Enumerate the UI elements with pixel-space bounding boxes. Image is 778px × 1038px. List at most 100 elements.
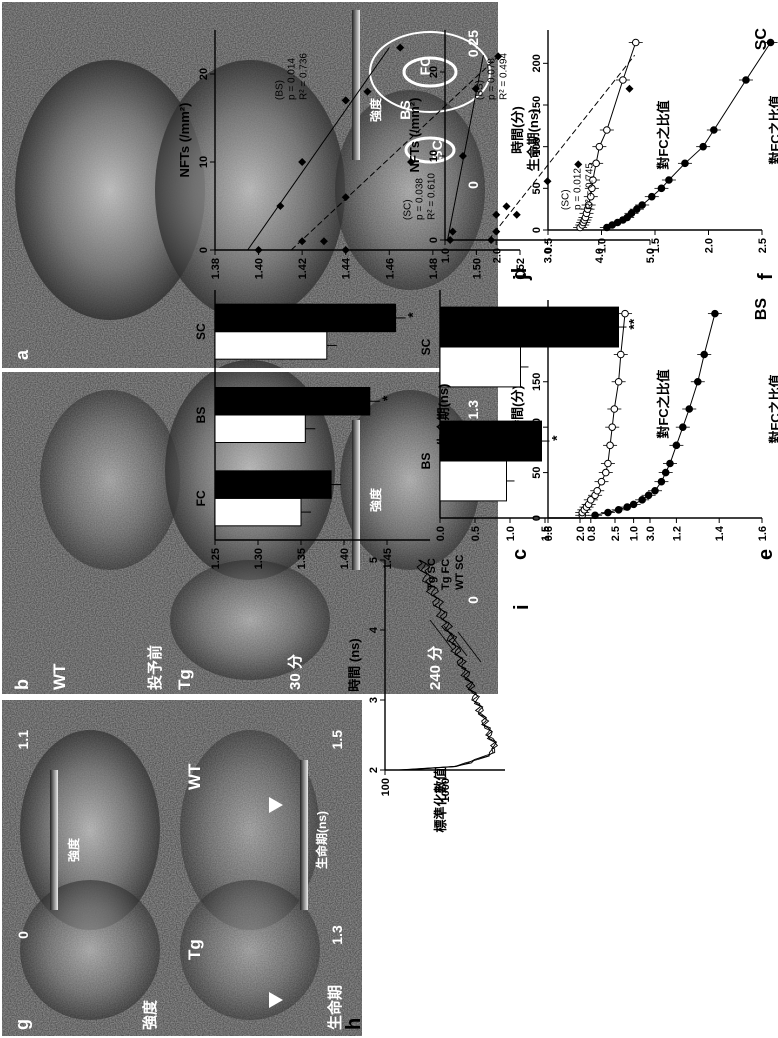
chart-j-point	[363, 87, 372, 96]
panel-label-j: j	[511, 274, 533, 281]
chart-f-point	[446, 236, 455, 244]
scale-a-min: 0	[465, 181, 481, 189]
arrow-g-1	[269, 797, 283, 813]
chart-c-point	[604, 459, 612, 468]
chart-f-point	[458, 152, 467, 160]
chart-c-xtick-label: 150	[531, 373, 543, 391]
chart-d-xtick-label: 50	[531, 182, 543, 194]
chart-c-point	[672, 441, 681, 450]
chart-d-series-line	[606, 42, 772, 228]
chart-d-point	[638, 201, 646, 209]
chart-d-point	[627, 209, 636, 218]
chart-j-xtick-label: 20	[198, 68, 210, 80]
chart-e-bar	[439, 420, 542, 462]
g-left-scale-label: 強度	[66, 837, 81, 862]
chart-c-point	[638, 496, 646, 504]
chart-f-ylabel: 對FC之比值	[656, 100, 671, 169]
chart-i-bar	[214, 303, 397, 333]
chart-d-point	[657, 184, 666, 193]
chart-j-point	[407, 158, 416, 166]
chart-f-point	[492, 210, 501, 219]
chart-c-point	[604, 508, 612, 517]
region-label-sc: SC	[429, 140, 445, 159]
chart-panels: 0.60.81.01.21.41.6050100150200時間(分)對FC之比…	[177, 28, 778, 833]
chart-j-point	[298, 158, 307, 166]
chart-c-ytick-label: 0.6	[543, 526, 555, 541]
chart-d-ytick-label: 2.0	[704, 238, 716, 253]
divider-b-g	[0, 694, 500, 700]
chart-f-ytick-label: 3.0	[543, 248, 555, 263]
chart-c-point	[644, 491, 653, 500]
g-left-scale-max: 1.1	[15, 730, 31, 750]
chart-c-ytick-label: 1.2	[671, 526, 683, 541]
chart-h-legend-leader	[457, 631, 482, 663]
chart-j-fit-label: p = 0.038	[415, 178, 426, 220]
chart-i-ytick-label: 1.40	[339, 548, 351, 569]
image-panel-text: a b g FC BS SC 0.25 0 強度 投予前 30 分 240 分 …	[12, 30, 481, 1030]
chart-c-point	[711, 309, 719, 318]
chart-h-legend-entry: Tg FC	[440, 559, 452, 590]
chart-d-xtick-label: 100	[531, 137, 543, 155]
chart-c-point	[606, 441, 614, 450]
chart-h-legend-leader	[429, 619, 454, 651]
chart-j-xtick-label: 10	[198, 156, 210, 168]
chart-d-point	[742, 76, 750, 84]
chart-f-fit-label: p = 0.012	[573, 168, 584, 210]
chart-f-fit-line	[447, 55, 484, 241]
chart-j-point	[341, 96, 350, 105]
chart-i-significance: *	[405, 312, 421, 318]
chart-f-ytick-label: 4.0	[594, 248, 606, 263]
chart-d-point	[584, 201, 593, 209]
chart-f-point	[543, 177, 552, 186]
fc-region-outline	[402, 56, 458, 88]
chart-h-legend-leader	[443, 625, 468, 657]
g-col-lifetime: 生命期	[326, 985, 344, 1030]
chart-j-ytick-label: 1.48	[428, 258, 440, 279]
chart-d-point	[766, 38, 775, 47]
panel-label-e: e	[755, 549, 777, 560]
g-right-scale-max: 1.5	[329, 730, 345, 750]
chart-c-point	[623, 503, 631, 511]
panel-label-d: d	[509, 268, 531, 280]
chart-c-point	[610, 405, 619, 413]
chart-e-ytick-label: 2.5	[610, 526, 622, 541]
chart-i-ytick-label: 1.30	[253, 548, 265, 569]
chart-d-xlabel: 時間(分)	[510, 106, 525, 154]
scale-b-max: 1.3	[465, 400, 481, 420]
chart-f-fit-line	[488, 54, 636, 241]
chart-i-ytick-label: 1.35	[296, 548, 308, 569]
g-col-intensity: 強度	[141, 999, 159, 1030]
scale-a-max: 0.25	[465, 30, 481, 57]
chart-j-point	[298, 237, 307, 246]
panel-label-i: i	[511, 604, 533, 610]
chart-j-ytick-label: 1.50	[471, 258, 483, 279]
chart-h-legend-entry: WT SC	[454, 555, 466, 590]
image-panels	[0, 2, 500, 1036]
chart-j-fit-label: (BS)	[275, 80, 286, 100]
chart-d-point	[633, 205, 641, 213]
chart-c-ytick-label: 0.8	[586, 526, 598, 541]
scale-bar-a	[352, 10, 360, 160]
chart-d-point	[699, 142, 707, 151]
chart-i-category-label: BS	[194, 407, 208, 424]
chart-f-xtick-label: 0	[428, 237, 440, 243]
chart-f-point	[512, 210, 521, 219]
chart-e-ytick-label: 0.0	[435, 526, 447, 541]
chart-f-point	[492, 227, 501, 236]
divider-a-b	[0, 368, 500, 372]
chart-d-point	[595, 142, 604, 151]
chart-j-fit-label: R² = 0.610	[427, 173, 438, 220]
chart-c-ytick-label: 1.4	[714, 525, 726, 541]
chart-i-category-label: FC	[194, 490, 208, 506]
chart-f-xtick-label: 10	[428, 150, 440, 162]
chart-d-ylabel: 對FC之比值	[768, 95, 778, 164]
panel-label-b: b	[12, 679, 32, 690]
chart-d-point	[588, 184, 596, 193]
chart-c-ytick-label: 1.0	[629, 526, 641, 541]
chart-j-xtick-label: 0	[198, 247, 210, 253]
chart-i-bar	[214, 387, 371, 416]
g-right-scale-min: 1.3	[329, 925, 345, 945]
chart-d-point	[587, 192, 595, 201]
chart-j-fit-label: p = 0.014	[287, 58, 298, 100]
chart-d-point	[619, 76, 627, 84]
